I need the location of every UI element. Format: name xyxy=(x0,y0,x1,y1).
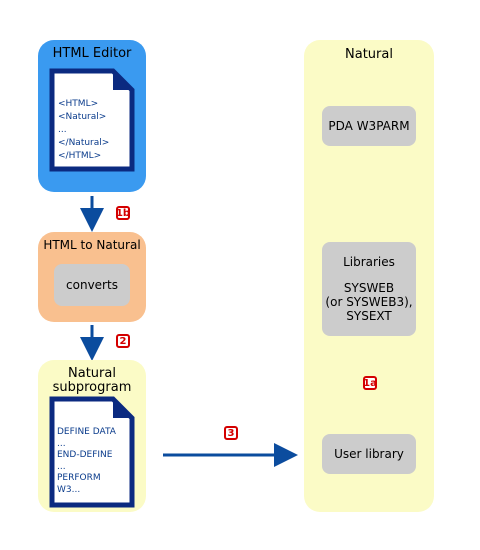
libraries-box: Libraries SYSWEB (or SYSWEB3), SYSEXT xyxy=(322,242,416,336)
code-line: </Natural> xyxy=(58,138,110,148)
html-editor-panel: HTML Editor <HTML> <Natural> ... </Natur… xyxy=(38,40,146,192)
libraries-line: SYSWEB xyxy=(343,281,395,295)
user-library-box: User library xyxy=(322,434,416,474)
code-line: ... xyxy=(58,125,67,135)
pda-w3parm-box: PDA W3PARM xyxy=(322,106,416,146)
code-line: </HTML> xyxy=(58,151,102,161)
subprogram-code: DEFINE DATA ... END-DEFINE ... PERFORM W… xyxy=(57,427,116,496)
subprogram-document-icon xyxy=(49,396,135,508)
html-document-icon xyxy=(49,68,135,172)
libraries-title: Libraries xyxy=(343,255,395,269)
html-to-natural-panel: HTML to Natural converts xyxy=(38,232,146,322)
natural-title: Natural xyxy=(345,47,393,62)
code-line: ... xyxy=(57,438,66,449)
libraries-line: (or SYSWEB3), xyxy=(325,295,413,309)
step-badge-3: 3 xyxy=(224,426,238,440)
code-line: <HTML> xyxy=(58,99,99,109)
step-badge-1a: 1a xyxy=(363,376,377,390)
html-editor-title: HTML Editor xyxy=(52,46,132,61)
natural-panel: Natural PDA W3PARM Libraries SYSWEB (or … xyxy=(304,40,434,512)
step-badge-2: 2 xyxy=(116,334,130,348)
natural-subprogram-panel: Natural subprogram DEFINE DATA ... END-D… xyxy=(38,360,146,512)
step-badge-1b: 1b xyxy=(115,206,131,220)
subprogram-title-line2: subprogram xyxy=(52,380,132,395)
code-line: ... xyxy=(57,461,66,472)
converter-title: HTML to Natural xyxy=(43,238,141,252)
code-line: PERFORM xyxy=(57,473,101,483)
html-editor-code: <HTML> <Natural> ... </Natural> </HTML> xyxy=(58,98,109,163)
code-line: DEFINE DATA xyxy=(57,427,116,437)
libraries-line: SYSEXT xyxy=(346,309,392,323)
converts-box: converts xyxy=(54,264,130,306)
code-line: END-DEFINE xyxy=(57,450,113,460)
subprogram-title-line1: Natural xyxy=(68,366,116,381)
code-line: W3... xyxy=(57,484,81,495)
code-line: <Natural> xyxy=(58,112,107,122)
